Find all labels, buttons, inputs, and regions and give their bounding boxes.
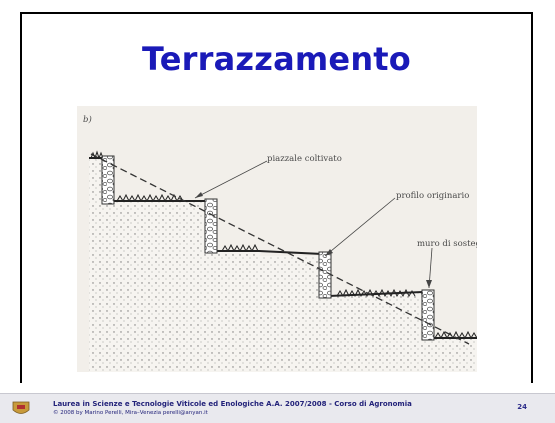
page-number: 24 bbox=[517, 403, 527, 411]
panel-letter: b) bbox=[83, 114, 92, 125]
retaining-wall-2 bbox=[204, 198, 218, 254]
footer-copyright: © 2008 by Marino Perelli, Mira–Venezia p… bbox=[53, 410, 208, 416]
label-piazzale-coltivato: piazzale coltivato bbox=[267, 154, 342, 164]
leader-profilo bbox=[324, 197, 396, 257]
retaining-wall-4 bbox=[421, 289, 435, 341]
original-profile-line bbox=[90, 153, 470, 345]
retaining-wall-1 bbox=[101, 155, 115, 205]
slide-footer: Laurea in Scienze e Tecnologie Viticole … bbox=[0, 393, 555, 423]
footer-course: Laurea in Scienze e Tecnologie Viticole … bbox=[53, 400, 412, 408]
label-muro-di-sostegno: muro di sostegno bbox=[417, 239, 477, 249]
retaining-wall-3 bbox=[318, 251, 332, 299]
label-profilo-originario: profilo originario bbox=[396, 191, 469, 201]
vegetation bbox=[90, 150, 477, 340]
soil-body bbox=[89, 158, 477, 372]
slide-title: Terrazzamento bbox=[142, 40, 411, 78]
leader-piazzale bbox=[194, 160, 268, 199]
terracing-illustration: b) piazzale coltivato profilo originario… bbox=[77, 106, 477, 372]
university-crest-icon bbox=[12, 401, 30, 414]
